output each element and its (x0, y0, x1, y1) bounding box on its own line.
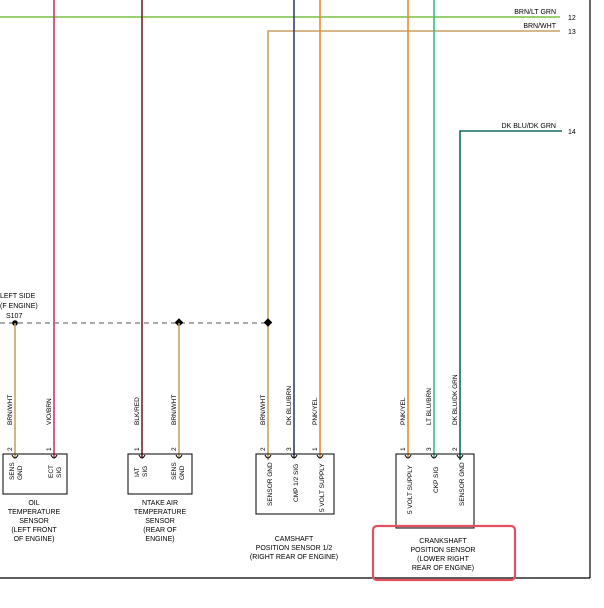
wire-label-oil-gnd: BRN/WHT (7, 395, 14, 425)
cmp-sensor-name-2: POSITION SENSOR 1/2 (256, 545, 333, 552)
oil-sensor-name-2: TEMPERATURE (8, 509, 61, 516)
ckp-sensor-name-2: POSITION SENSOR (411, 547, 476, 554)
connector-iat (127, 453, 193, 495)
terminal-ckp-5v (404, 454, 412, 459)
conn-label-oil-gnd-1: SENS (9, 462, 16, 480)
pin-cmp-sig: 3 (286, 447, 293, 451)
conn-label-ckp-5v: 5 VOLT SUPPLY (407, 465, 414, 514)
wire-label-iat-sig: BLK/RED (134, 397, 141, 425)
ckp-highlight-box (371, 524, 517, 582)
wire-label-cmp-sig: DK BLU/BRN (286, 386, 293, 425)
terminal-ckp-gnd (456, 454, 464, 459)
splice-id: S107 (6, 313, 22, 320)
pin-cmp-5v: 1 (312, 447, 319, 451)
wire-label-cmp-gnd: BRN/WHT (260, 395, 267, 425)
conn-label-oil-sig-1: ECT (48, 465, 55, 478)
iat-sensor-name-3: SENSOR (145, 518, 175, 525)
pin-14: 14 (568, 129, 576, 136)
oil-sensor-name-5: OF ENGINE) (14, 536, 55, 543)
wire-label-brn-wht: BRN/WHT (523, 23, 556, 30)
wire-label-brn-lt-grn: BRN/LT GRN (514, 9, 556, 16)
oil-sensor-name-4: (LEFT FRONT (11, 527, 57, 534)
wire-label-dk-blu-dk-grn: DK BLU/DK GRN (502, 123, 556, 130)
terminal-oil-sig (50, 454, 58, 459)
terminal-oil-gnd (11, 454, 19, 459)
wire-label-ckp-5v: PNK/YEL (400, 397, 407, 425)
wire-label-oil-sig: VIO/BRN (46, 398, 53, 425)
terminal-iat-gnd (175, 454, 183, 459)
cmp-sensor-name-1: CAMSHAFT (275, 536, 314, 543)
conn-label-cmp-sig: CMP 1/2 SIG (293, 464, 300, 502)
ckp-sensor-name-3: (LOWER RIGHT (417, 556, 469, 563)
pin-12: 12 (568, 15, 576, 22)
pin-13: 13 (568, 29, 576, 36)
pin-oil-sig: 1 (46, 447, 53, 451)
pin-ckp-gnd: 2 (452, 447, 459, 451)
iat-sensor-name-4: (REAR OF (143, 527, 176, 534)
splice-node-iat (174, 318, 184, 327)
connector-ckp (395, 453, 475, 529)
wire-dk-blu-dk-grn (459, 130, 562, 460)
wire-label-ckp-sig: LT BLU/BRN (426, 388, 433, 425)
conn-label-ckp-sig: CKP SIG (433, 467, 440, 493)
conn-label-iat-sig-1: IAT (134, 467, 141, 477)
oil-sensor-name-3: SENSOR (19, 518, 49, 525)
conn-label-oil-gnd-2: GND (17, 465, 24, 480)
wire-label-ckp-gnd: DK BLU/DK GRN (452, 374, 459, 425)
oil-sensor-name-1: OIL (28, 500, 39, 507)
connector-oil-temp (2, 453, 68, 495)
conn-label-oil-sig-2: SIG (56, 467, 63, 478)
connector-cmp (255, 453, 335, 515)
splice-label-line2: (F ENGINE) (0, 303, 38, 310)
conn-label-cmp-gnd: SENSOR GND (267, 462, 274, 506)
ckp-sensor-name-1: CRANKSHAFT (419, 538, 467, 545)
terminal-cmp-5v (316, 454, 324, 459)
conn-label-ckp-gnd: SENSOR GND (459, 462, 466, 506)
conn-label-iat-sig-2: SIG (142, 466, 149, 477)
cmp-sensor-name-3: (RIGHT REAR OF ENGINE) (250, 554, 338, 561)
conn-label-iat-gnd-1: SENS (171, 462, 178, 480)
conn-label-cmp-5v: 5 VOLT SUPPLY (319, 463, 326, 512)
pin-iat-sig: 1 (134, 447, 141, 451)
iat-sensor-name-5: ENGINE) (145, 536, 174, 543)
ckp-sensor-name-4: REAR OF ENGINE) (412, 565, 474, 572)
pin-iat-gnd: 2 (171, 447, 178, 451)
splice-label-line1: LEFT SIDE (0, 293, 36, 300)
wire-label-cmp-5v: PNK/YEL (312, 397, 319, 425)
iat-sensor-name-2: TEMPERATURE (134, 509, 187, 516)
wire-label-iat-gnd: BRN/WHT (171, 395, 178, 425)
iat-sensor-name-1: NTAKE AIR (142, 500, 178, 507)
splice-node-cmp (263, 318, 273, 327)
wire-brn-wht-13 (267, 30, 560, 460)
pin-cmp-gnd: 2 (260, 447, 267, 451)
terminal-ckp-sig (430, 454, 438, 459)
pin-ckp-sig: 3 (426, 447, 433, 451)
pin-oil-gnd: 2 (7, 447, 14, 451)
terminal-cmp-gnd (264, 454, 272, 459)
terminal-iat-sig (138, 454, 146, 459)
conn-label-iat-gnd-2: GND (179, 465, 186, 480)
terminal-cmp-sig (290, 454, 298, 459)
pin-ckp-5v: 1 (400, 447, 407, 451)
